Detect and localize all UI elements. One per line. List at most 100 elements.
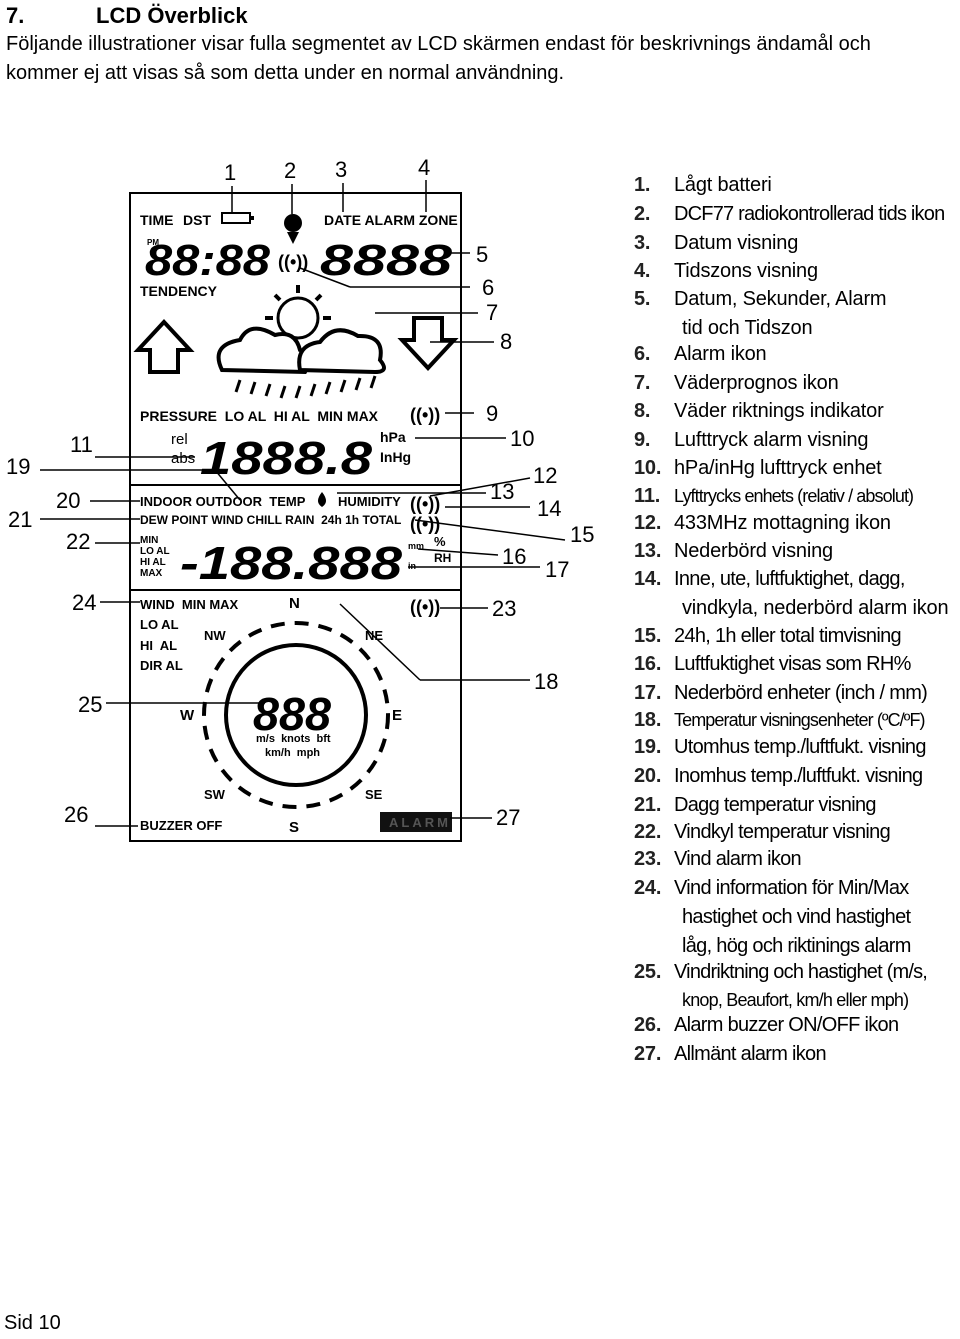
legend-item: 27.Allmänt alarm ikon (634, 1043, 827, 1065)
indoor-outdoor-temp-label: INDOOR OUTDOOR TEMP (140, 494, 306, 509)
buzzer-off-label: BUZZER OFF (140, 818, 222, 833)
wind-lo-al-label: LO AL (140, 617, 179, 632)
hi-al-label: HI AL (140, 557, 166, 568)
compass-n: N (289, 595, 300, 612)
arrow-down-icon (397, 316, 459, 371)
legend-item-continuation: tid och Tidszon (682, 317, 813, 339)
callout-10: 10 (510, 426, 534, 451)
rain-alarm-icon: ((•)) (410, 514, 440, 534)
dir-al-label: DIR AL (140, 658, 183, 673)
cloud-icon (216, 326, 386, 375)
dew-wind-rain-label: DEW POINT WIND CHILL RAIN 24h 1h TOTAL (140, 513, 401, 527)
min-label: MIN (140, 535, 158, 546)
low-battery-icon (221, 212, 254, 224)
tendency-label: TENDENCY (140, 283, 218, 299)
section-heading: 7. LCD Överblick (6, 2, 936, 30)
rel-label: rel (171, 431, 188, 448)
pressure-alarm-icon: ((•)) (410, 405, 440, 425)
legend-item: 16.Luftfuktighet visas som RH% (634, 653, 911, 675)
hpa-label: hPa (380, 429, 406, 445)
legend-item: 9.Lufttryck alarm visning (634, 429, 869, 451)
arrow-up-icon (133, 319, 195, 374)
wind-digits: 888 (253, 688, 331, 740)
compass-rose (202, 621, 390, 809)
rain-icon (234, 375, 377, 399)
legend-item: 4.Tidszons visning (634, 260, 818, 282)
legend-item-continuation: låg, hög och riktinings alarm (682, 935, 911, 957)
rh-label: RH (434, 551, 451, 565)
legend-item-continuation: hastighet och vind hastighet (682, 906, 911, 928)
date-alarm-zone-label: DATE ALARM ZONE (324, 212, 458, 228)
legend-item: 25.Vindriktning och hastighet (m/s, (634, 961, 928, 983)
intro-paragraph: Följande illustrationer visar fulla segm… (6, 33, 871, 84)
callout-23: 23 (492, 596, 516, 621)
legend-item: 8.Väder riktnings indikator (634, 400, 884, 422)
callout-26: 26 (64, 802, 88, 827)
callout-16: 16 (502, 544, 526, 569)
compass-e: E (392, 707, 402, 724)
callout-19: 19 (6, 454, 30, 479)
abs-label: abs (171, 450, 195, 467)
clock-digits: 88:88 (145, 236, 271, 285)
page-number: Sid 10 (4, 1312, 61, 1334)
legend-item: 1.Lågt batteri (634, 174, 772, 196)
callout-8: 8 (500, 329, 512, 354)
wind-alarm-icon: ((•)) (410, 597, 440, 617)
legend-item: 7.Väderprognos ikon (634, 372, 839, 394)
compass-se: SE (365, 787, 383, 802)
humidity-label: HUMIDITY (338, 494, 401, 509)
alarm-icon: ((•)) (278, 252, 308, 272)
callout-17: 17 (545, 557, 569, 582)
pm-label: PM (147, 238, 159, 247)
max-label: MAX (140, 568, 163, 579)
callout-11: 11 (70, 432, 93, 457)
callout-24: 24 (72, 590, 96, 615)
pressure-row-label: PRESSURE LO AL HI AL MIN MAX (140, 408, 379, 424)
section-title: LCD Överblick (96, 3, 248, 28)
legend-item: 12.433MHz mottagning ikon (634, 512, 891, 534)
percent-label: % (434, 534, 446, 549)
legend-item: 3.Datum visning (634, 232, 799, 254)
legend-item-continuation: knop, Beaufort, km/h eller mph) (682, 990, 909, 1010)
wind-hi-al-label: HI AL (140, 638, 177, 653)
legend-item: 22.Vindkyl temperatur visning (634, 821, 891, 843)
section-number: 7. (6, 3, 25, 28)
sun-icon (265, 285, 331, 340)
mm-label: mm (408, 541, 424, 551)
legend-item: 2.DCF77 radiokontrollerad tids ikon (634, 203, 945, 225)
callout-14: 14 (537, 496, 561, 521)
rf-433mhz-icon: ((•)) (410, 494, 440, 514)
legend-item: 20.Inomhus temp./luftfukt. visning (634, 765, 923, 787)
legend-item: 17.Nederbörd enheter (inch / mm) (634, 682, 928, 704)
wind-min-max-label: WIND MIN MAX (140, 597, 239, 612)
legend-item: 26.Alarm buzzer ON/OFF ikon (634, 1014, 899, 1036)
legend-item: 24.Vind information för Min/Max (634, 877, 909, 899)
legend-item: 15.24h, 1h eller total timvisning (634, 625, 902, 647)
legend-item: 10.hPa/inHg lufttryck enhet (634, 457, 882, 479)
legend-item: 23.Vind alarm ikon (634, 848, 802, 870)
legend-item: 5.Datum, Sekunder, Alarm (634, 288, 887, 310)
callout-3: 3 (335, 157, 347, 182)
legend-item-continuation: vindkyla, nederbörd alarm ikon (682, 597, 949, 619)
legend-item: 14.Inne, ute, luftfuktighet, dagg, (634, 568, 905, 590)
legend-item: 18.Temperatur visningsenheter (ºC/ºF) (634, 709, 926, 731)
svg-text:((•)): ((•)) (278, 252, 308, 272)
callout-18: 18 (534, 669, 558, 694)
leader-lines (40, 180, 566, 827)
callout-2: 2 (284, 158, 296, 183)
callout-1: 1 (224, 160, 236, 185)
dcf77-radio-icon (284, 214, 302, 244)
lcd-diagram: TIME DST DATE ALARM ZONE PM 88:88 ((•)) … (6, 155, 594, 842)
date-digits: 8888 (320, 236, 453, 285)
lo-al-label: LO AL (140, 546, 170, 557)
time-label: TIME (140, 212, 173, 228)
callout-5: 5 (476, 242, 488, 267)
legend-item: 21.Dagg temperatur visning (634, 794, 876, 816)
callout-4: 4 (418, 155, 430, 180)
alarm-badge (380, 812, 452, 832)
pressure-digits: 1888.8 (200, 432, 373, 484)
callout-6: 6 (482, 275, 494, 300)
callout-20: 20 (56, 488, 80, 513)
inhg-label: InHg (380, 449, 411, 465)
compass-nw: NW (204, 628, 226, 643)
